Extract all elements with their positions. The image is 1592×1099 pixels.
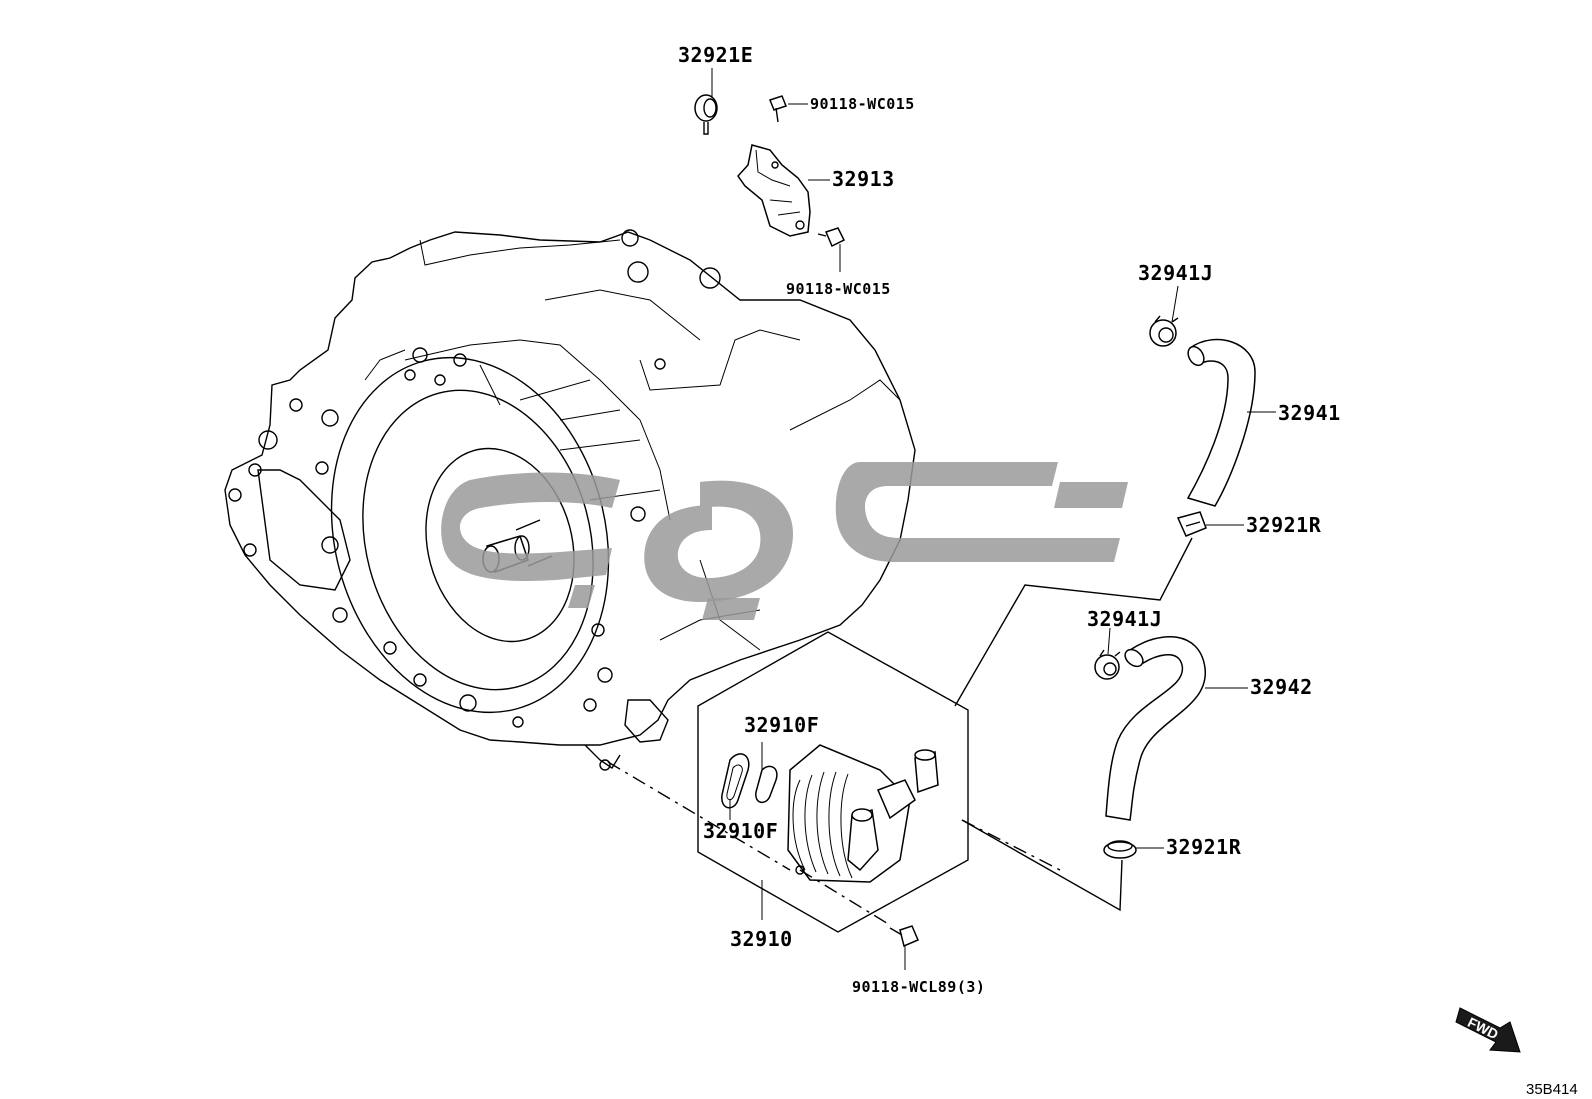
oil-cooler-32910 — [787, 744, 939, 883]
label-32941: 32941 — [1278, 401, 1341, 425]
label-32921E: 32921E — [678, 43, 753, 67]
hose-32942 — [1105, 636, 1206, 821]
bracket-32913 — [737, 144, 811, 237]
o-ring-32910F-2 — [755, 765, 778, 804]
clamp-32941J-lower — [1094, 649, 1121, 680]
assembly-dash-lines — [607, 761, 1061, 926]
label-32910F-lower: 32910F — [703, 819, 778, 843]
label-32941J-upper: 32941J — [1138, 261, 1213, 285]
label-32913: 32913 — [832, 167, 895, 191]
hose-32941 — [1186, 338, 1256, 507]
watermark — [441, 462, 1128, 620]
diagram-id: 35B414 — [1526, 1081, 1578, 1098]
leader-lines — [711, 68, 1276, 970]
clamp-32921R-upper — [1176, 511, 1207, 537]
oil-cooler-box — [697, 631, 969, 933]
bolt-90118-wc015-upper — [769, 95, 787, 123]
label-32910: 32910 — [730, 927, 793, 951]
label-32941J-lower: 32941J — [1087, 607, 1162, 631]
clamp-32941J-upper — [1149, 315, 1179, 347]
label-32910F-upper: 32910F — [744, 713, 819, 737]
fwd-arrow-icon: FWD — [1455, 1007, 1521, 1053]
label-32921R-lower: 32921R — [1166, 835, 1242, 859]
bolt-90118-wc015-lower — [817, 227, 846, 248]
label-32921R-upper: 32921R — [1246, 513, 1322, 537]
clamp-32921E — [694, 94, 718, 135]
label-32942: 32942 — [1250, 675, 1313, 699]
bolt-90118-wcl89 — [889, 925, 919, 948]
clamp-32921R-lower — [1103, 840, 1137, 859]
part-labels: 32921E 90118-WC015 32913 90118-WC015 329… — [678, 43, 1341, 996]
label-90118-wc015-upper: 90118-WC015 — [810, 95, 915, 113]
fwd-label: FWD — [1465, 1014, 1501, 1042]
label-90118-wc015-lower: 90118-WC015 — [786, 280, 891, 298]
label-90118-wcl89: 90118-WCL89(3) — [852, 978, 985, 996]
o-ring-32910F-1 — [721, 753, 750, 809]
